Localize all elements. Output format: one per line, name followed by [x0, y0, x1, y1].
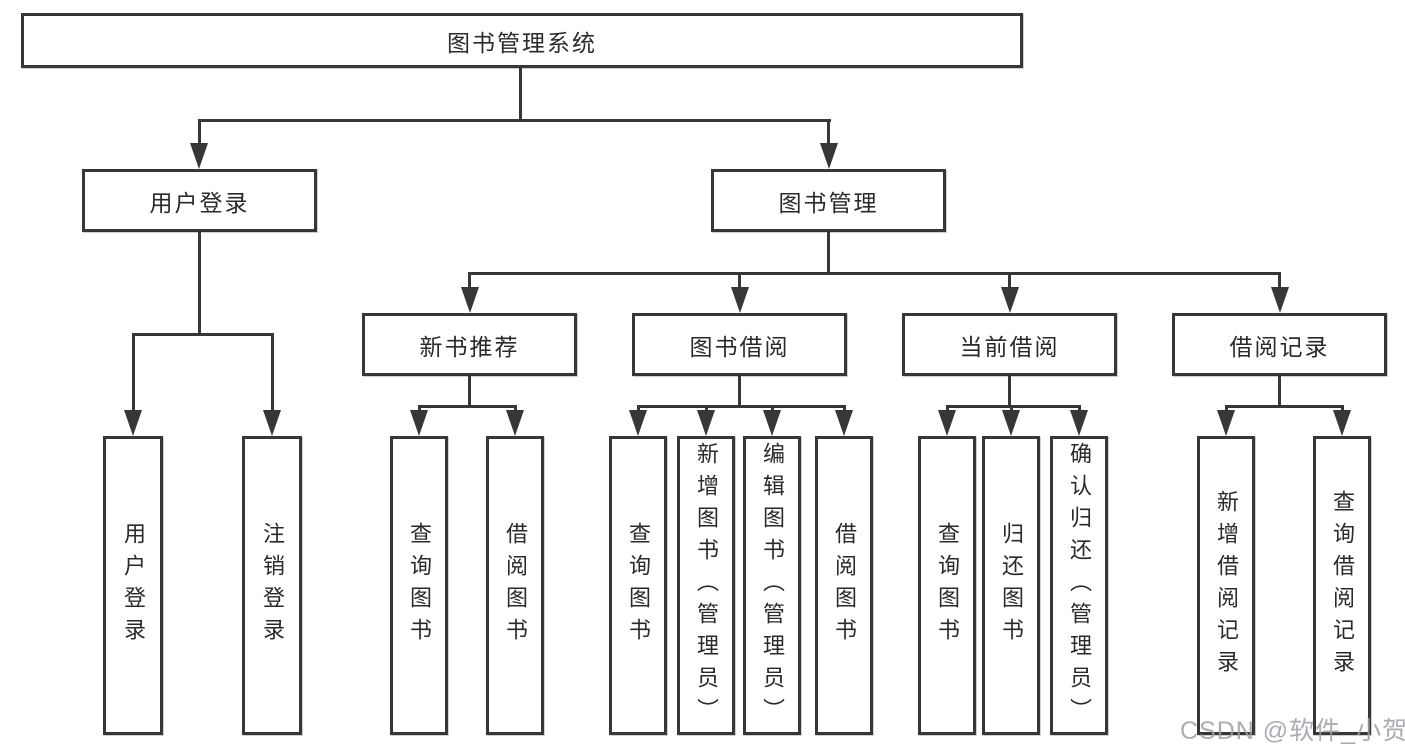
- arrow-down-icon: [263, 410, 281, 436]
- node-borrowing-records: 借阅记录: [1172, 313, 1387, 376]
- node-label: 新书推荐: [419, 333, 520, 360]
- node-current-borrowing: 当前借阅: [902, 313, 1117, 376]
- leaf-label: 查询图书: [935, 521, 960, 650]
- leaf-borrow-books: 借阅图书: [486, 436, 544, 735]
- arrow-down-icon: [938, 410, 956, 436]
- leaf-label: 注销登录: [260, 521, 285, 650]
- node-new-book-recommend: 新书推荐: [362, 313, 577, 376]
- arrow-down-icon: [506, 410, 524, 436]
- connector-line: [946, 405, 949, 413]
- connector-line: [514, 405, 517, 413]
- arrow-down-icon: [820, 143, 838, 169]
- connector-line: [132, 333, 135, 413]
- connector-line: [946, 405, 1080, 408]
- connector-line: [198, 119, 831, 122]
- leaf-add-books-admin: 新增图书（管理员）: [677, 436, 735, 735]
- leaf-confirm-return-admin: 确认归还（管理员）: [1050, 436, 1108, 735]
- connector-line: [771, 405, 774, 413]
- leaf-label: 编辑图书（管理员）: [760, 441, 785, 730]
- connector-line: [1008, 272, 1011, 290]
- arrow-down-icon: [1001, 287, 1019, 313]
- connector-line: [1010, 405, 1013, 413]
- connector-line: [637, 405, 640, 413]
- node-label: 用户登录: [149, 189, 250, 216]
- leaf-logout: 注销登录: [242, 436, 302, 735]
- connector-line: [198, 232, 201, 335]
- connector-line: [198, 119, 201, 145]
- connector-line: [827, 119, 830, 145]
- arrow-down-icon: [1217, 410, 1235, 436]
- connector-line: [519, 68, 522, 121]
- leaf-label: 新增图书（管理员）: [694, 441, 719, 730]
- arrow-down-icon: [1271, 287, 1289, 313]
- leaf-return-books: 归还图书: [982, 436, 1040, 735]
- node-book-borrowing: 图书借阅: [632, 313, 847, 376]
- leaf-query-borrow-record: 查询借阅记录: [1313, 436, 1371, 735]
- leaf-label: 查询图书: [626, 521, 651, 650]
- node-label: 图书借阅: [689, 333, 790, 360]
- connector-line: [1341, 405, 1344, 413]
- connector-line: [418, 405, 421, 413]
- arrow-down-icon: [124, 410, 142, 436]
- leaf-label: 借阅图书: [503, 521, 528, 650]
- arrow-down-icon: [697, 410, 715, 436]
- leaf-label: 查询借阅记录: [1330, 489, 1355, 682]
- connector-line: [738, 376, 741, 407]
- leaf-label: 查询图书: [407, 521, 432, 650]
- arrow-down-icon: [461, 287, 479, 313]
- connector-line: [1008, 376, 1011, 407]
- connector-line: [418, 405, 515, 408]
- node-label: 借阅记录: [1229, 333, 1330, 360]
- node-user-login: 用户登录: [82, 169, 317, 232]
- connector-line: [132, 333, 273, 336]
- node-label: 图书管理: [778, 189, 879, 216]
- connector-line: [1225, 405, 1343, 408]
- leaf-query-books: 查询图书: [390, 436, 448, 735]
- connector-line: [271, 333, 274, 413]
- leaf-label: 归还图书: [999, 521, 1024, 650]
- connector-line: [468, 272, 471, 290]
- arrow-down-icon: [731, 287, 749, 313]
- leaf-label: 确认归还（管理员）: [1067, 441, 1092, 730]
- arrow-down-icon: [629, 410, 647, 436]
- leaf-add-borrow-record: 新增借阅记录: [1197, 436, 1255, 735]
- leaf-query-books: 查询图书: [918, 436, 976, 735]
- node-label: 图书管理系统: [447, 29, 597, 56]
- connector-line: [637, 405, 845, 408]
- leaf-query-books: 查询图书: [609, 436, 667, 735]
- arrow-down-icon: [763, 410, 781, 436]
- connector-line: [468, 376, 471, 407]
- arrow-down-icon: [410, 410, 428, 436]
- connector-line: [1225, 405, 1228, 413]
- connector-line: [738, 272, 741, 290]
- csdn-watermark: CSDN @软件_小贺同学: [1180, 717, 1405, 745]
- arrow-down-icon: [190, 143, 208, 169]
- arrow-down-icon: [1333, 410, 1351, 436]
- leaf-borrow-books: 借阅图书: [815, 436, 873, 735]
- node-label: 当前借阅: [959, 333, 1060, 360]
- connector-line: [1278, 376, 1281, 407]
- node-book-management: 图书管理: [711, 169, 946, 232]
- connector-line: [827, 232, 830, 274]
- connector-line: [705, 405, 708, 413]
- arrow-down-icon: [1002, 410, 1020, 436]
- leaf-label: 用户登录: [121, 521, 146, 650]
- connector-line: [1078, 405, 1081, 413]
- leaf-label: 新增借阅记录: [1214, 489, 1239, 682]
- leaf-edit-books-admin: 编辑图书（管理员）: [743, 436, 801, 735]
- connector-line: [1278, 272, 1281, 290]
- connector-line: [468, 272, 1281, 275]
- arrow-down-icon: [1070, 410, 1088, 436]
- leaf-user-login: 用户登录: [103, 436, 163, 735]
- node-library-management-system: 图书管理系统: [21, 13, 1023, 68]
- arrow-down-icon: [835, 410, 853, 436]
- connector-line: [843, 405, 846, 413]
- leaf-label: 借阅图书: [832, 521, 857, 650]
